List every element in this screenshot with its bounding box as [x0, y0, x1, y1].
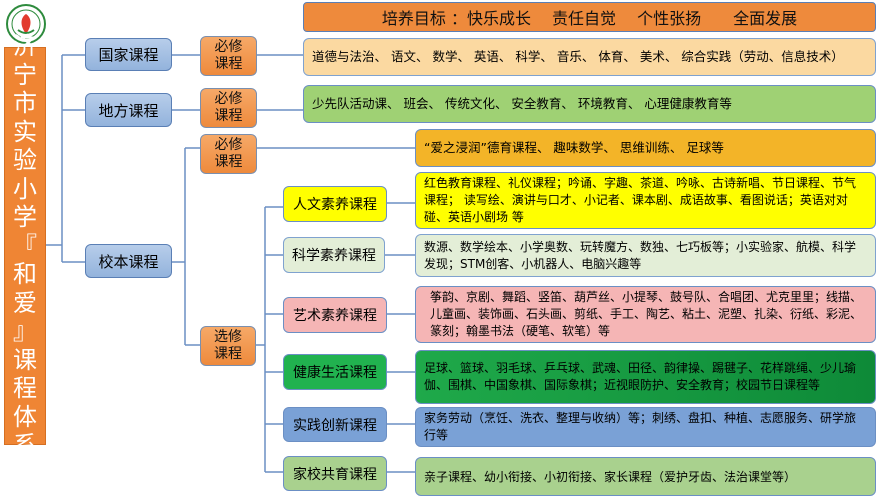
title-char: 宁 — [13, 60, 37, 89]
title-char: 』 — [13, 317, 37, 346]
national-content-box: 道德与法治、 语文、 数学、 英语、 科学、 音乐、 体育、 美术、 综合实践（… — [303, 38, 876, 76]
health-content: 足球、篮球、羽毛球、乒乓球、武魂、田径、韵律操、踢毽子、花样跳绳、少儿瑜伽、围棋… — [415, 350, 876, 404]
trunk-line — [46, 54, 85, 263]
school-elective-tag: 选修 课程 — [200, 326, 256, 366]
home-school-content: 亲子课程、幼小衔接、小初衔接、家长课程（爱护牙齿、法治课堂等） — [415, 457, 876, 496]
local-content-box: 少先队活动课、 班会、 传统文化、 安全教育、 环境教育、 心理健康教育等 — [303, 85, 876, 123]
school-required-tag: 必修 课程 — [200, 134, 257, 174]
title-char: 程 — [13, 374, 37, 403]
title-char: 『 — [13, 231, 37, 260]
title-char: 济 — [13, 32, 37, 61]
title-char: 市 — [13, 89, 37, 118]
title-char: 体 — [13, 402, 37, 431]
title-char: 爱 — [13, 288, 37, 317]
category-practice: 实践创新课程 — [283, 407, 387, 442]
category-arts: 艺术素养课程 — [283, 297, 387, 333]
national-course-box: 国家课程 — [85, 38, 172, 71]
category-home-school: 家校共育课程 — [283, 456, 387, 491]
science-content: 数源、数学绘本、小学奥数、玩转魔方、数独、七巧板等；小实验家、航模、科学发现；S… — [415, 234, 876, 277]
local-course-box: 地方课程 — [85, 93, 172, 127]
title-char: 验 — [13, 146, 37, 175]
school-branch — [172, 147, 200, 346]
category-humanities: 人文素养课程 — [283, 186, 387, 222]
category-health: 健康生活课程 — [283, 354, 387, 390]
title-char: 课 — [13, 345, 37, 374]
title-char: 小 — [13, 174, 37, 203]
national-required-tag: 必修 课程 — [200, 36, 257, 76]
school-required-content-box: “爱之浸润”德育课程、 趣味数学、 思维训练、 足球等 — [415, 129, 876, 167]
school-logo — [6, 4, 46, 44]
arts-content: 筝韵、京剧、舞蹈、竖笛、葫芦丝、小提琴、鼓号队、合唱团、尤克里里；线描、儿童画、… — [415, 286, 876, 343]
title-char: 学 — [13, 203, 37, 232]
category-science: 科学素养课程 — [283, 237, 385, 273]
local-required-tag: 必修 课程 — [200, 88, 257, 128]
practice-content: 家务劳动（烹饪、洗衣、整理与收纳）等；刺绣、盘扣、种植、志愿服务、研学旅行等 — [415, 407, 876, 447]
training-goal-banner: 培养目标 ：快乐成长 责任自觉 个性张扬 全面发展 — [303, 2, 876, 32]
cat-links — [385, 202, 415, 473]
elective-branch — [256, 206, 283, 473]
course-system-title: 济宁市实验小学『和爱』课程体系 — [4, 32, 46, 459]
humanities-content: 红色教育课程、礼仪课程；吟诵、字趣、茶道、吟咏、古诗新唱、节日课程、节气课程； … — [415, 172, 876, 229]
title-char: 系 — [13, 431, 37, 460]
title-char: 实 — [13, 117, 37, 146]
school-course-box: 校本课程 — [85, 244, 172, 278]
title-char: 和 — [13, 260, 37, 289]
training-goal-text: 培养目标 ：快乐成长 责任自觉 个性张扬 全面发展 — [381, 9, 798, 28]
